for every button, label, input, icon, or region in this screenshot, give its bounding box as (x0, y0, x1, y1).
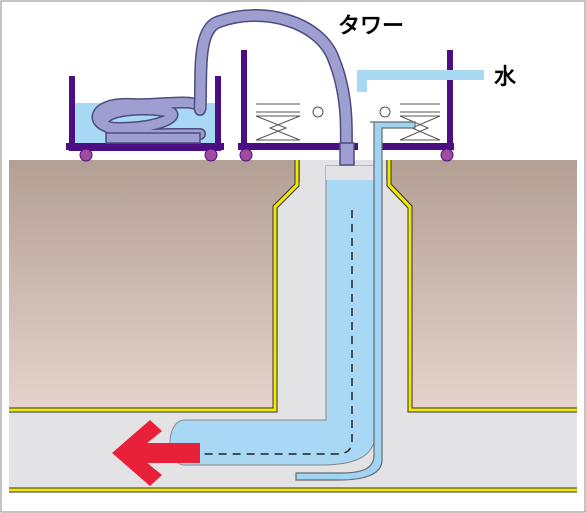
wheel (440, 148, 454, 162)
duct-edges (9, 160, 577, 492)
duct-edge-outlines (9, 160, 577, 493)
coiled-hose (91, 96, 206, 144)
label-tower: タワー (338, 14, 404, 39)
arrow-left-icon (112, 420, 200, 486)
wheel (204, 148, 218, 162)
inner-pipe (295, 121, 416, 481)
machine-cart-right (376, 50, 454, 162)
label-water: 水 (494, 65, 517, 90)
wheel (79, 148, 93, 162)
machine-cart-left (238, 50, 358, 162)
wheel (239, 148, 253, 162)
water-supply-pipe (357, 70, 484, 92)
flow-path-line (195, 210, 353, 455)
tower-hose (193, 9, 355, 166)
